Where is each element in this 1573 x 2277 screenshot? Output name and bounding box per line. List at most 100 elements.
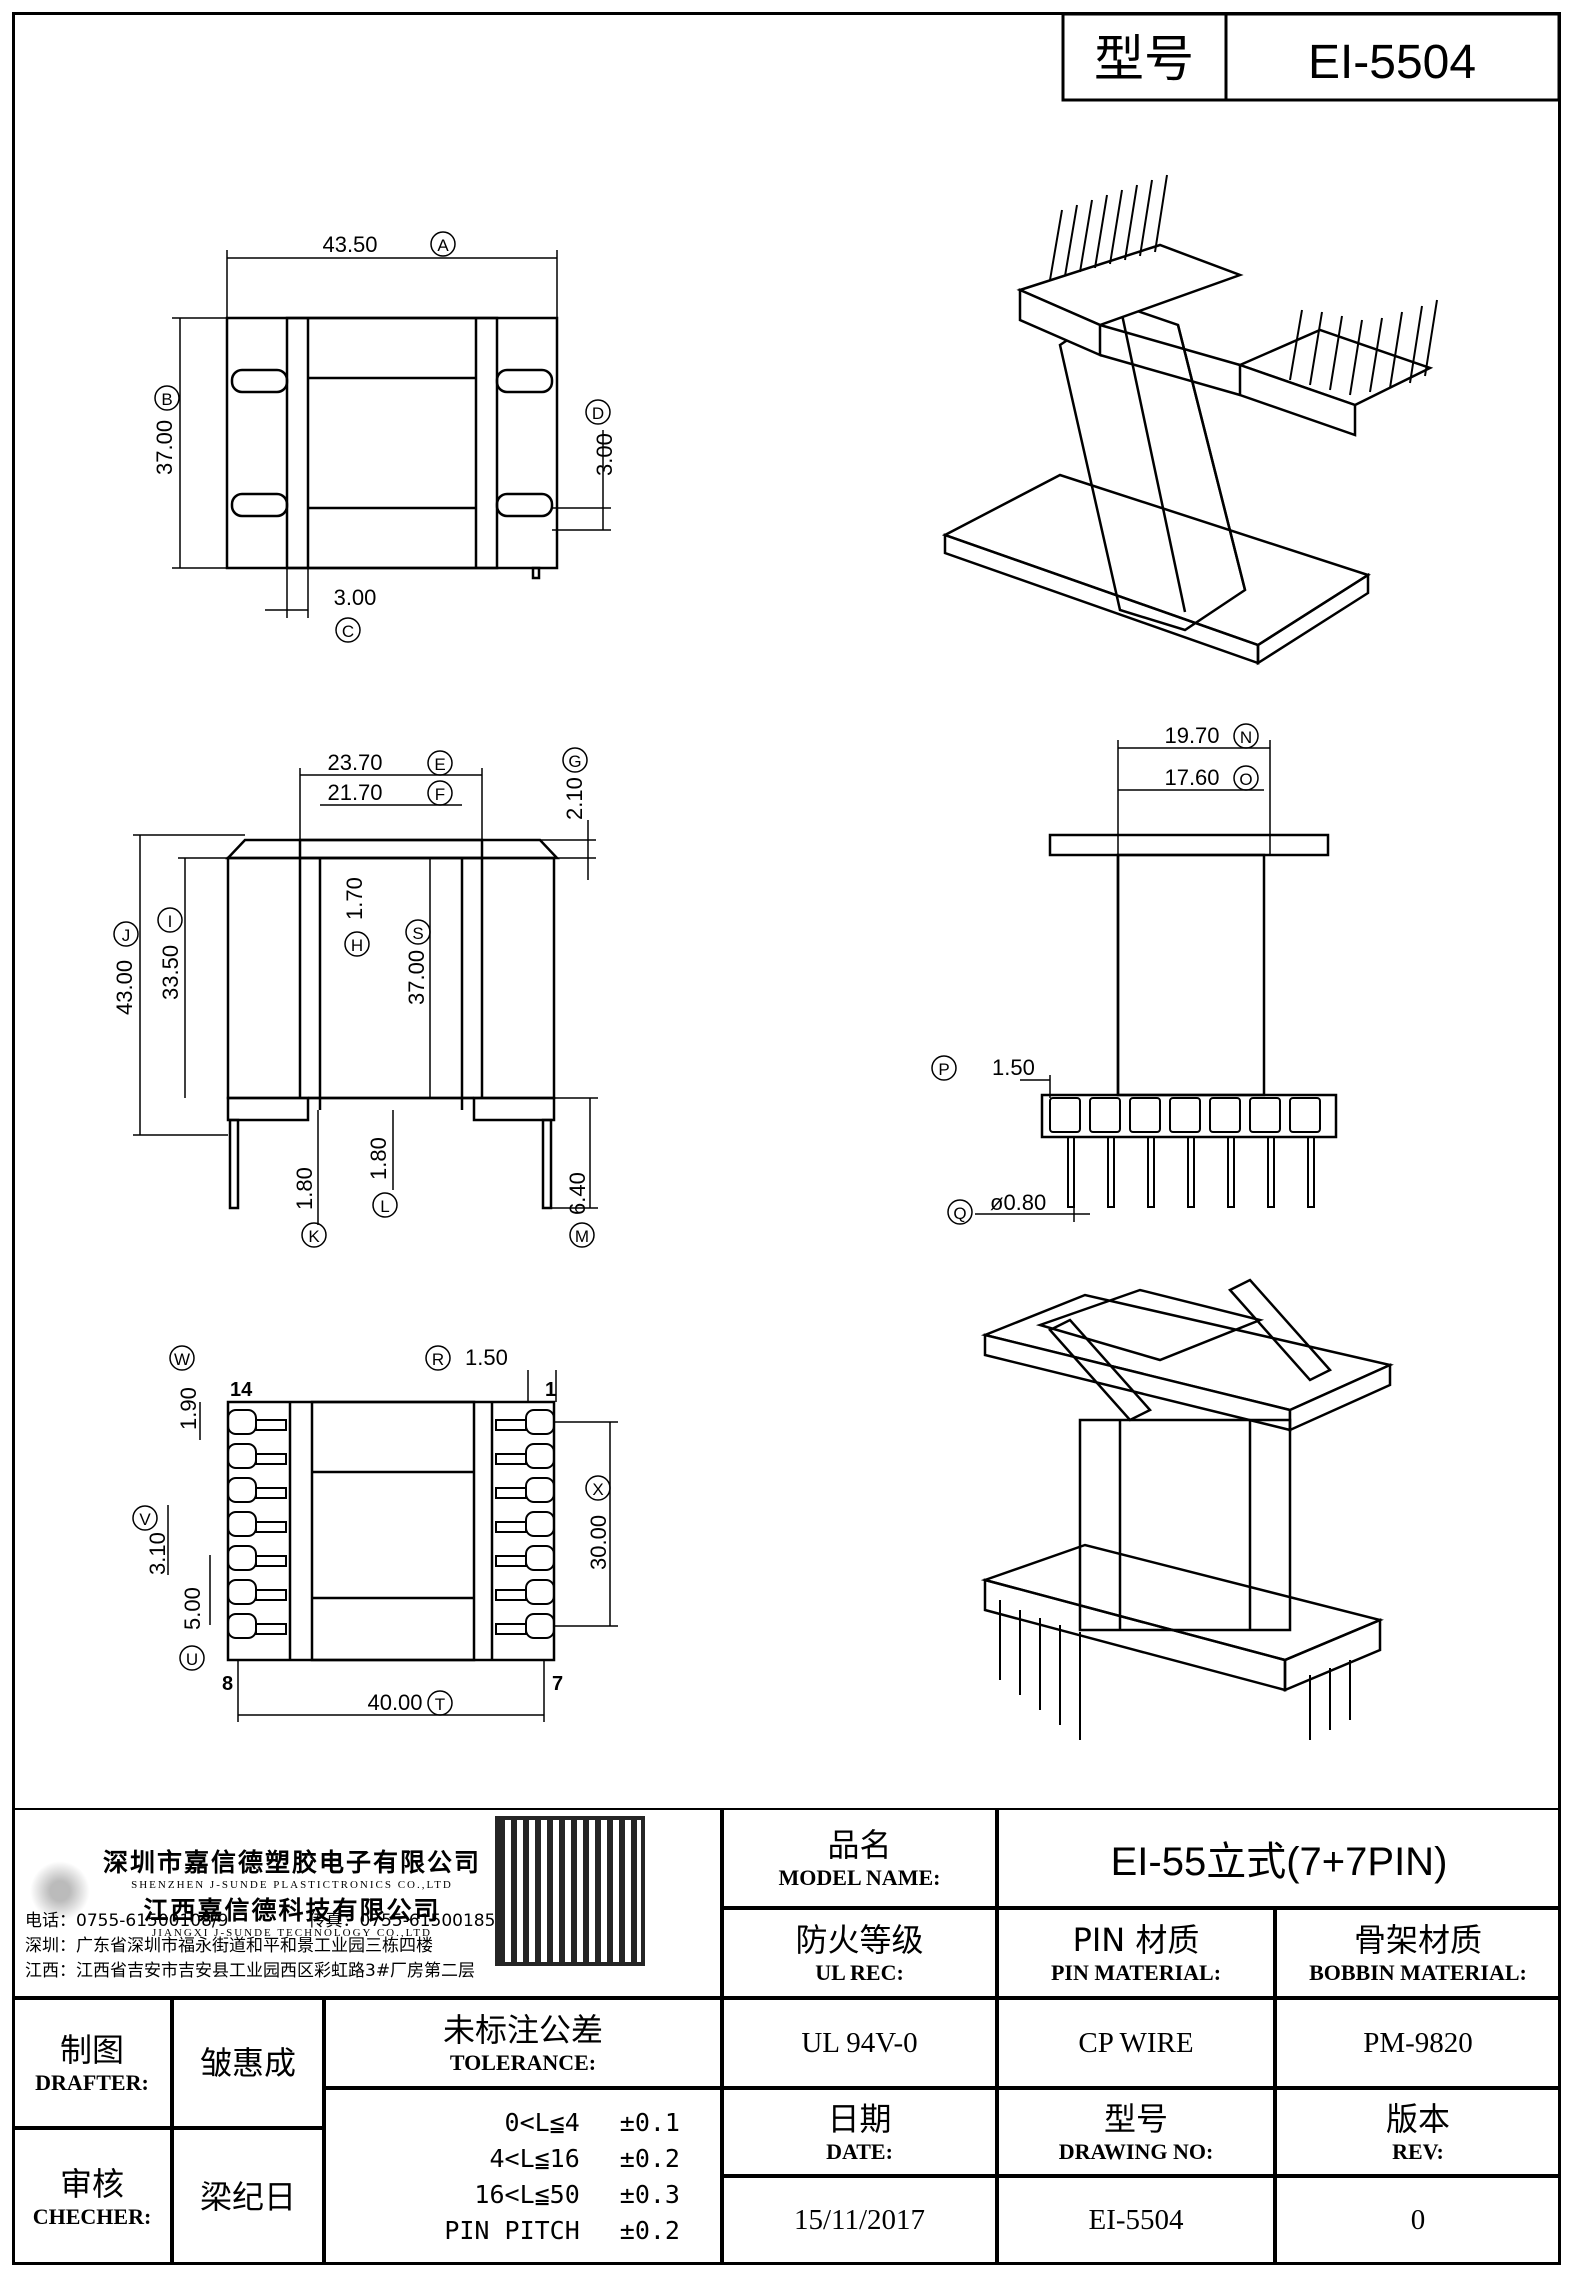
dim-h-value: 1.70 [342, 877, 367, 920]
ul-value: UL 94V-0 [801, 2026, 918, 2059]
dim-t-marker: T [435, 1695, 445, 1714]
rev-label: 版本 [1385, 2100, 1450, 2138]
bottom-view: 14 1 8 7 1.90 W 3.10 V 5.00 U 1.50 R 30.… [132, 1345, 618, 1722]
dim-l-value: 1.80 [366, 1137, 391, 1180]
dim-t-value: 40.00 [367, 1690, 422, 1715]
dim-v-marker: V [139, 1510, 151, 1529]
dim-m-value: 6.40 [565, 1172, 590, 1215]
tolerance-label-en: TOLERANCE: [449, 2050, 597, 2075]
ul-label-cell: 防火等级 UL REC: [722, 1908, 997, 1998]
front-view: 23.70 E 21.70 F 2.10 G 1.70 H 37.00 S 33… [112, 747, 598, 1248]
checker-value-cell: 梁纪日 [172, 2128, 324, 2265]
tolerance-label: 未标注公差 [442, 2011, 603, 2049]
checker-label-cell: 审核 CHECHER: [12, 2128, 172, 2265]
dim-p-marker: P [938, 1060, 949, 1079]
bobbin-material-value-cell: PM-9820 [1275, 1998, 1561, 2088]
tolerance-table: 0<L≦4±0.1 4<L≦16±0.2 16<L≦50±0.3 PIN PIT… [324, 2088, 722, 2265]
technical-drawing: 型号 EI-5504 43.50 A 37.00 B 3.00 D [112, 12, 1561, 1740]
pin-1-label: 1 [545, 1379, 556, 1401]
dim-k-value: 1.80 [292, 1167, 317, 1210]
drawing-no-label: 型号 [1103, 2100, 1168, 2138]
model-name-value-cell: EI-55立式(7+7PIN) [997, 1808, 1561, 1908]
model-name-label: 品名 [827, 1826, 892, 1864]
dim-w-value: 1.90 [176, 1387, 201, 1430]
dim-e-marker: E [434, 755, 445, 774]
dim-i-marker: I [168, 912, 173, 931]
drawing-no-value-cell: EI-5504 [997, 2176, 1275, 2265]
pin-8-label: 8 [222, 1673, 233, 1695]
company-phone: 电话：0755-61500108/9 [25, 1911, 229, 1931]
date-value: 15/11/2017 [793, 2204, 926, 2236]
company-name-jx: 江西嘉信德科技有限公司 [143, 1896, 441, 1925]
tolerance-label-cell: 未标注公差 TOLERANCE: [324, 1998, 722, 2088]
dim-d-marker: D [592, 404, 604, 423]
side-view: 19.70 N 17.60 O 1.50 P ø0.80 Q [931, 723, 1338, 1225]
dim-r-value: 1.50 [465, 1345, 508, 1370]
drafter-value-cell: 皱惠成 [172, 1998, 324, 2128]
pin-7-label: 7 [552, 1673, 563, 1695]
drafter-label-en: DRAFTER: [35, 2070, 149, 2095]
bobbin-material-label-cell: 骨架材质 BOBBIN MATERIAL: [1275, 1908, 1561, 1998]
isometric-view-bottom [980, 1278, 1394, 1740]
dim-r-marker: R [432, 1350, 444, 1369]
rev-value: 0 [1410, 2204, 1426, 2236]
dim-b-value: 37.00 [152, 420, 177, 475]
company-logo-icon [25, 1856, 95, 1926]
dim-s-value: 37.00 [404, 950, 429, 1005]
ul-value-cell: UL 94V-0 [722, 1998, 997, 2088]
pin-material-label-cell: PIN 材质 PIN MATERIAL: [997, 1908, 1275, 1998]
date-label-cell: 日期 DATE: [722, 2088, 997, 2176]
checker-label-en: CHECHER: [32, 2203, 152, 2229]
drafter-label-cell: 制图 DRAFTER: [12, 1998, 172, 2128]
dim-s-marker: S [412, 924, 423, 943]
dim-a-marker: A [437, 236, 449, 255]
ul-label: 防火等级 [795, 1921, 924, 1959]
dim-e-value: 23.70 [327, 750, 382, 775]
dim-g-marker: G [568, 752, 581, 771]
drafter-label: 制图 [59, 2031, 124, 2069]
model-name-label-cell: 品名 MODEL NAME: [722, 1808, 997, 1908]
dim-b-marker: B [161, 390, 172, 409]
company-name-jx-en: JIANGXI J-SUNDE TECHNOLOGY CO.,LTD [152, 1927, 432, 1939]
date-label: 日期 [827, 2100, 892, 2138]
dim-g-value: 2.10 [562, 777, 587, 820]
dim-d-value: 3.00 [592, 433, 617, 476]
model-name-value: EI-55立式(7+7PIN) [1110, 1840, 1448, 1884]
dim-j-marker: J [122, 926, 131, 945]
dim-h-marker: H [351, 936, 363, 955]
tolerance-row: PIN PITCH±0.2 [444, 2215, 680, 2245]
dim-l-marker: L [380, 1197, 389, 1216]
pin-material-value: CP WIRE [1078, 2026, 1194, 2059]
bobbin-material-label-en: BOBBIN MATERIAL: [1309, 1960, 1527, 1985]
pin-material-value-cell: CP WIRE [997, 1998, 1275, 2088]
company-name-sz: 深圳市嘉信德塑胶电子有限公司 [103, 1848, 482, 1877]
dim-m-marker: M [575, 1227, 589, 1246]
dim-n-marker: N [1240, 728, 1252, 747]
company-address-jx: 江西：江西省吉安市吉安县工业园西区彩虹路3#厂房第二层 [25, 1961, 476, 1981]
checker-label: 审核 [59, 2164, 124, 2203]
rev-label-en: REV: [1392, 2139, 1444, 2164]
dim-k-marker: K [308, 1227, 320, 1246]
ul-label-en: UL REC: [815, 1960, 904, 1985]
dim-i-value: 33.50 [158, 945, 183, 1000]
dim-w-marker: W [174, 1350, 190, 1369]
dim-n-value: 19.70 [1164, 723, 1219, 748]
model-name-label-en: MODEL NAME: [778, 1865, 941, 1890]
bobbin-material-label: 骨架材质 [1353, 1921, 1482, 1959]
dim-c-marker: C [342, 622, 354, 641]
qr-code-icon [495, 1816, 646, 1966]
dim-q-value: ø0.80 [990, 1190, 1046, 1215]
company-fax: 传真：0755-61500185 [308, 1911, 496, 1931]
rev-label-cell: 版本 REV: [1275, 2088, 1561, 2176]
dim-x-marker: X [592, 1480, 603, 1499]
company-address-sz: 深圳：广东省深圳市福永街道和平和景工业园三栋四楼 [25, 1936, 433, 1956]
dim-u-value: 5.00 [180, 1587, 205, 1630]
model-header-label: 型号 [1094, 31, 1194, 87]
company-info: 深圳市嘉信德塑胶电子有限公司 SHENZHEN J-SUNDE PLASTICT… [12, 1808, 722, 1998]
rev-value-cell: 0 [1275, 2176, 1561, 2265]
pin-material-label-en: PIN MATERIAL: [1050, 1960, 1222, 1985]
dim-v-value: 3.10 [145, 1532, 170, 1575]
drawing-no-value: EI-5504 [1088, 2204, 1184, 2236]
dim-f-value: 21.70 [327, 780, 382, 805]
drawing-no-label-cell: 型号 DRAWING NO: [997, 2088, 1275, 2176]
